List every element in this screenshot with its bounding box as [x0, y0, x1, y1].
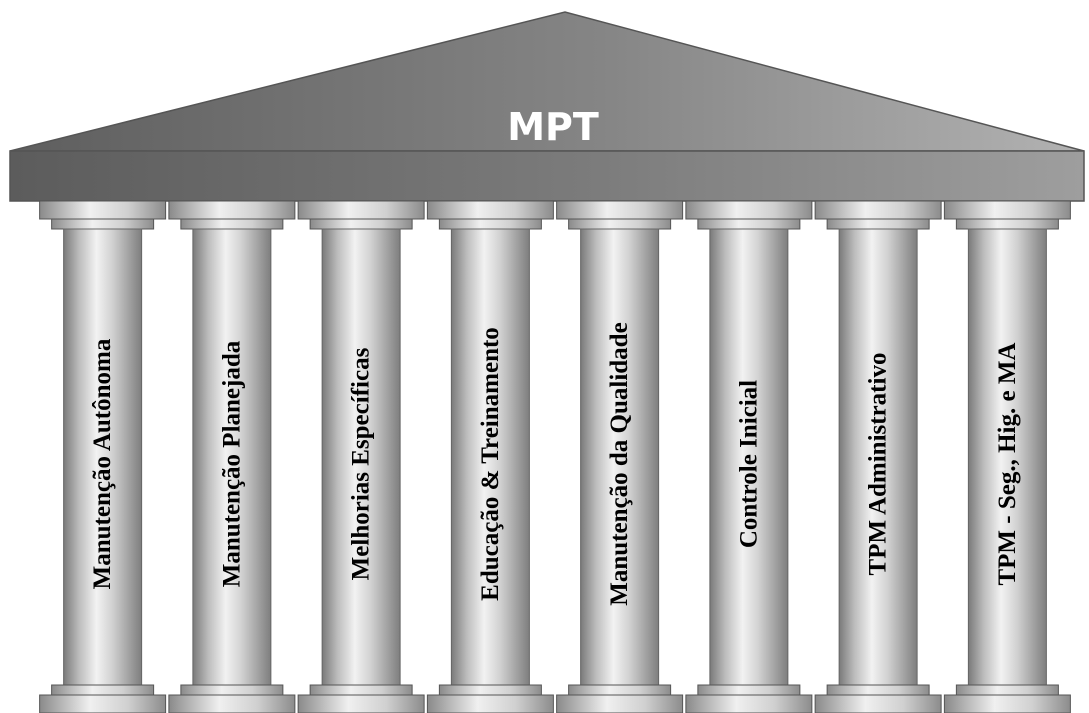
- pillar-capital-ring: [51, 218, 155, 230]
- pillar: Educação & Treinamento: [426, 200, 554, 713]
- pillar-shaft: [967, 228, 1047, 686]
- pillar-shaft: [192, 228, 272, 686]
- pillar-base: [814, 694, 942, 713]
- pillar-label: Controle Inicial: [735, 380, 762, 548]
- pillar-label: Manutenção Autônoma: [89, 338, 116, 589]
- pillar-base: [685, 694, 813, 713]
- pillar-capital: [556, 200, 684, 220]
- pillar-label: TPM Administrativo: [865, 353, 892, 576]
- pillar: Controle Inicial: [685, 200, 813, 713]
- pillar: Melhorias Específicas: [297, 200, 425, 713]
- pillar-shaft: [709, 228, 789, 686]
- pillar-shaft: [580, 228, 660, 686]
- pillar-base-ring: [955, 684, 1059, 696]
- pillar-base-ring: [826, 684, 930, 696]
- pillar: TPM - Seg., Hig. e MA: [943, 200, 1071, 713]
- pillar-shaft: [450, 228, 530, 686]
- pillar-capital: [39, 200, 167, 220]
- pillar-label: Educação & Treinamento: [477, 327, 504, 601]
- pillar: Manutenção Autônoma: [39, 200, 167, 713]
- pillar-label: Manutenção Planejada: [218, 340, 245, 587]
- pillar-capital-ring: [309, 218, 413, 230]
- pillar-base: [39, 694, 167, 713]
- pillar-shaft: [838, 228, 918, 686]
- pillar-base: [943, 694, 1071, 713]
- pillar-base-ring: [568, 684, 672, 696]
- pillar-shaft: [321, 228, 401, 686]
- pillar-label: Melhorias Específicas: [348, 347, 375, 580]
- pillar: Manutenção da Qualidade: [556, 200, 684, 713]
- pillar-capital-ring: [826, 218, 930, 230]
- roof: MPT: [9, 11, 1085, 202]
- pillar-capital-ring: [568, 218, 672, 230]
- roof-beam: [9, 150, 1085, 202]
- pillar-base-ring: [51, 684, 155, 696]
- pillar-base: [297, 694, 425, 713]
- pillar-base: [168, 694, 296, 713]
- pillar-capital: [426, 200, 554, 220]
- pillar-base-ring: [180, 684, 284, 696]
- pillar: Manutenção Planejada: [168, 200, 296, 713]
- pillar-capital-ring: [438, 218, 542, 230]
- pillar-label: Manutenção da Qualidade: [606, 322, 633, 605]
- pillar-label: TPM - Seg., Hig. e MA: [994, 342, 1021, 585]
- pillar-capital: [685, 200, 813, 220]
- pillar: TPM Administrativo: [814, 200, 942, 713]
- pillar-capital: [168, 200, 296, 220]
- pillar-capital-ring: [697, 218, 801, 230]
- pillar-capital-ring: [180, 218, 284, 230]
- pillar-capital: [943, 200, 1071, 220]
- pillar-base-ring: [697, 684, 801, 696]
- roof-title: MPT: [507, 105, 599, 149]
- pillar-base-ring: [309, 684, 413, 696]
- pillar-capital-ring: [955, 218, 1059, 230]
- pillar-capital: [814, 200, 942, 220]
- pillar-base: [426, 694, 554, 713]
- pillar-shaft: [63, 228, 143, 686]
- pillar-base-ring: [438, 684, 542, 696]
- pillars: Manutenção Autônoma Manutenção Planejada M…: [39, 200, 1071, 713]
- pillar-capital: [297, 200, 425, 220]
- pillar-base: [556, 694, 684, 713]
